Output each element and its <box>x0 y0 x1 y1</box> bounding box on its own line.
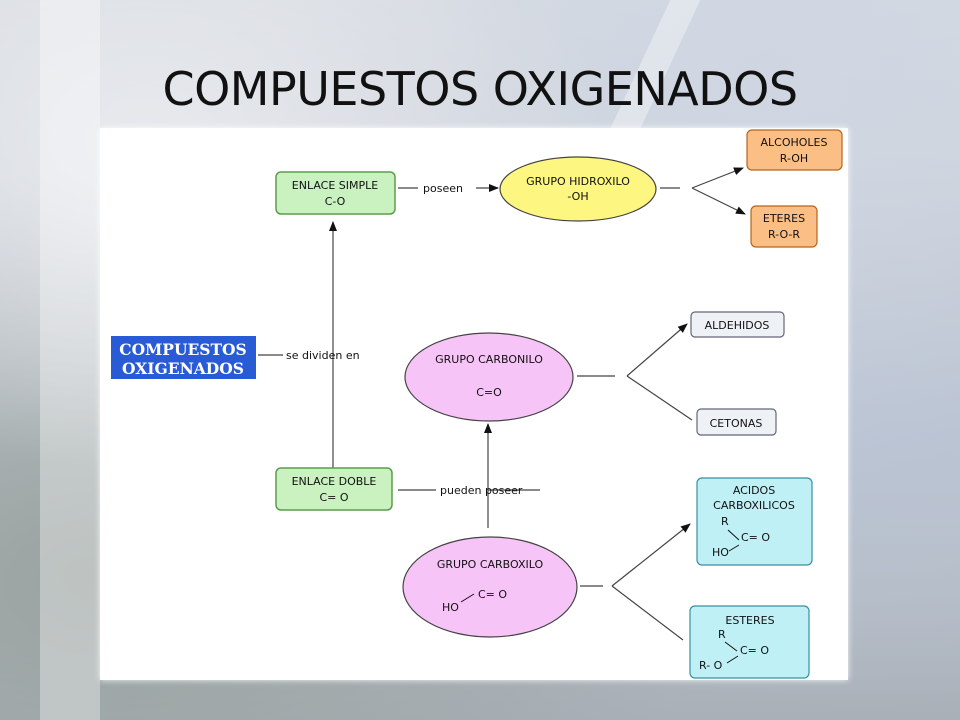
carboxilo-formula-bottom: HO <box>442 601 459 614</box>
acidos-co: C= O <box>741 531 770 544</box>
node-grupo-carboxilo: GRUPO CARBOXILO C= O HO <box>402 536 578 638</box>
node-aldehidos: ALDEHIDOS <box>690 311 785 338</box>
slide-title: COMPUESTOS OXIGENADOS <box>162 62 798 116</box>
node-eteres: ETERES R-O-R <box>750 205 818 248</box>
root-label-line1: COMPUESTOS <box>119 340 246 359</box>
root-label-line2: OXIGENADOS <box>122 359 244 378</box>
node-alcoholes: ALCOHOLES R-OH <box>746 129 843 171</box>
aldehidos-label: ALDEHIDOS <box>705 319 770 332</box>
acidos-r: R <box>721 515 729 528</box>
eteres-line1: ETERES <box>763 212 805 225</box>
node-enlace-simple: ENLACE SIMPLE C-O <box>275 171 396 215</box>
carboxilo-bond <box>460 593 475 603</box>
arrow-to-eteres <box>691 187 746 215</box>
acidos-line1: ACIDOS <box>733 484 775 497</box>
arrow-to-alcoholes <box>691 167 744 189</box>
enlace-doble-line1: ENLACE DOBLE <box>292 475 377 488</box>
acidos-ho: HO <box>712 546 729 559</box>
alcoholes-line2: R-OH <box>780 152 808 165</box>
connector-to-esteres <box>611 585 684 641</box>
node-compuestos-oxigenados: COMPUESTOS OXIGENADOS <box>109 334 258 381</box>
label-poseen: poseen <box>423 182 463 195</box>
alcoholes-line1: ALCOHOLES <box>761 136 828 149</box>
background-glass-highlight <box>40 0 100 720</box>
enlace-doble-line2: C= O <box>319 491 348 504</box>
connectors <box>258 167 746 641</box>
carboxilo-formula-top: C= O <box>478 588 507 601</box>
carbonilo-line1: GRUPO CARBONILO <box>435 353 543 366</box>
connector-to-cetonas <box>626 375 693 421</box>
arrow-to-aldehidos <box>626 323 688 377</box>
esteres-r: R <box>718 628 726 641</box>
esteres-co: C= O <box>740 644 769 657</box>
arrow-to-acidos <box>611 523 691 587</box>
node-grupo-hidroxilo: GRUPO HIDROXILO -OH <box>499 156 657 222</box>
hidroxilo-line1: GRUPO HIDROXILO <box>526 175 630 188</box>
esteres-bond-top <box>724 641 738 652</box>
node-grupo-carbonilo: GRUPO CARBONILO C=O <box>404 332 574 422</box>
node-enlace-doble: ENLACE DOBLE C= O <box>275 467 393 511</box>
enlace-simple-line1: ENLACE SIMPLE <box>292 179 378 192</box>
node-esteres: ESTERES R C= O R- O <box>689 605 810 679</box>
node-cetonas: CETONAS <box>696 408 777 436</box>
acidos-bond-top <box>727 529 740 541</box>
cetonas-label: CETONAS <box>710 417 763 430</box>
carbonilo-line2: C=O <box>476 386 502 399</box>
carboxilo-line1: GRUPO CARBOXILO <box>437 558 544 571</box>
acidos-bond-bottom <box>728 544 740 552</box>
label-pueden-poseer: pueden poseer <box>440 484 523 497</box>
hidroxilo-line2: -OH <box>567 190 588 203</box>
esteres-line1: ESTERES <box>725 614 774 627</box>
acidos-line2: CARBOXILICOS <box>713 499 795 512</box>
esteres-ro: R- O <box>699 659 723 672</box>
label-se-dividen-en: se dividen en <box>286 349 360 362</box>
node-acidos-carboxilicos: ACIDOS CARBOXILICOS R C= O HO <box>696 477 813 566</box>
eteres-line2: R-O-R <box>768 228 800 241</box>
enlace-simple-line2: C-O <box>325 195 346 208</box>
esteres-bond-bottom <box>726 655 739 664</box>
